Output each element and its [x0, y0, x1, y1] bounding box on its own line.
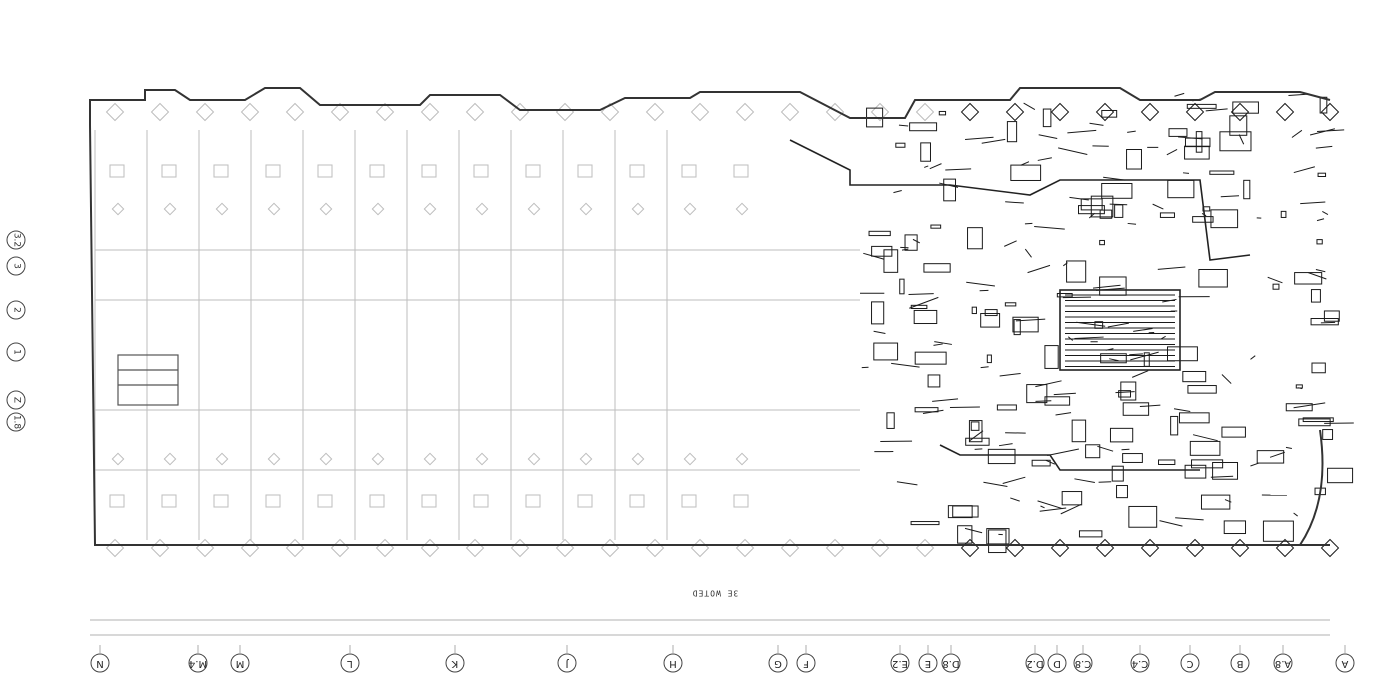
elevator-block [117, 354, 179, 406]
column-label: G [774, 658, 782, 669]
row-bubble [6, 256, 26, 276]
column-bubble [445, 645, 465, 673]
column-bubble [796, 645, 816, 673]
column-bubble [1073, 645, 1093, 673]
column-label: M [235, 658, 245, 669]
column-bubble [768, 645, 788, 673]
row-label: 1.8 [11, 414, 22, 430]
light-linework [94, 102, 935, 558]
column-label: D.2 [1026, 658, 1044, 669]
column-bubble [557, 645, 577, 673]
column-bubble [941, 645, 961, 673]
row-bubble [6, 342, 26, 362]
column-label: A [1341, 658, 1349, 669]
column-bubble [340, 645, 360, 673]
column-label: E.2 [892, 658, 908, 669]
column-bubble [1230, 645, 1250, 673]
row-label: 3 [11, 263, 22, 269]
column-label: M.4 [188, 658, 208, 669]
dimension-lines [90, 619, 1330, 636]
row-label: 2 [11, 307, 22, 313]
row-bubble [6, 412, 26, 432]
row-label: 3.2 [11, 232, 22, 248]
row-bubble [6, 300, 26, 320]
column-bubble [1335, 645, 1355, 673]
column-label: D [1053, 658, 1061, 669]
row-grid-bubbles [6, 230, 26, 432]
column-label: D.8 [942, 658, 960, 669]
column-bubble [1273, 645, 1293, 673]
dense-linework [860, 92, 1354, 558]
column-label: F [803, 658, 809, 669]
column-bubble [918, 645, 938, 673]
column-label: H [669, 658, 677, 669]
row-label: Z [11, 396, 22, 404]
column-bubble [90, 645, 110, 673]
column-bubble [1047, 645, 1067, 673]
column-grid-bubbles [90, 645, 1355, 673]
column-label: N [96, 658, 104, 669]
column-bubble [890, 645, 910, 673]
column-label: E [924, 658, 932, 669]
column-label: K [451, 658, 459, 669]
stair-core [789, 139, 1251, 471]
row-bubble [6, 230, 26, 250]
column-label: C.8 [1074, 658, 1092, 669]
column-label: L [347, 658, 353, 669]
exterior-wall [89, 87, 1331, 546]
row-bubble [6, 390, 26, 410]
column-label: B [1236, 658, 1244, 669]
column-label: A.8 [1274, 658, 1292, 669]
column-label: J [565, 658, 569, 669]
column-bubble [230, 645, 250, 673]
column-bubble [188, 645, 208, 673]
row-label: 1 [11, 349, 22, 355]
column-bubble [1025, 645, 1045, 673]
column-bubble [1130, 645, 1150, 673]
column-bubble [1180, 645, 1200, 673]
column-label: C [1186, 658, 1194, 669]
plan-note: 3E WOTED [691, 588, 739, 598]
column-label: C.4 [1131, 658, 1149, 669]
column-bubble [663, 645, 683, 673]
